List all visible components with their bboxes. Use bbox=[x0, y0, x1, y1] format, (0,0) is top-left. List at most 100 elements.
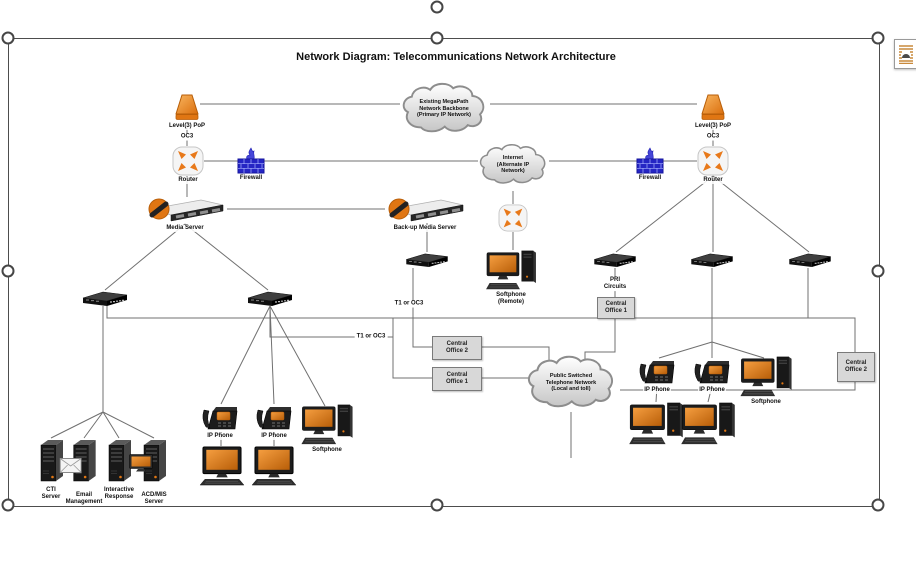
computer-r1 bbox=[629, 402, 683, 446]
router-left: Router bbox=[172, 146, 204, 185]
backup-media-server-label: Back-up Media Server bbox=[392, 225, 458, 233]
central-office-1-left-box: Central Office 1 bbox=[432, 367, 482, 391]
ip-phone-r2: IP Phone bbox=[692, 358, 732, 395]
computer-icon bbox=[629, 402, 683, 446]
pop-left: Level(3) PoP bbox=[167, 94, 207, 131]
switch-right-1 bbox=[592, 252, 638, 268]
router-left-label: Router bbox=[177, 177, 199, 185]
resize-handle-bottom-center[interactable] bbox=[430, 498, 444, 512]
internet-cloud-label: Internet (Alternate IP Network) bbox=[496, 154, 530, 175]
switch-icon bbox=[81, 290, 129, 307]
acd-mis-server: ACD/MIS Server bbox=[139, 438, 169, 507]
central-office-2-left-box: Central Office 2 bbox=[432, 336, 482, 360]
media-server: Media Server bbox=[143, 196, 227, 233]
switch-left-2 bbox=[246, 290, 294, 307]
resize-handle-mid-right[interactable] bbox=[871, 264, 885, 278]
acd-mis-server-label: ACD/MIS Server bbox=[140, 492, 168, 507]
firewall-icon bbox=[237, 147, 265, 174]
pop-right: Level(3) PoP bbox=[693, 94, 733, 131]
firewall-right-label: Firewall bbox=[637, 175, 663, 183]
router-right: Router bbox=[697, 146, 729, 185]
resize-handle-top-left[interactable] bbox=[1, 31, 15, 45]
ip-phone-l2-label: IP Phone bbox=[260, 433, 288, 441]
envelope-icon bbox=[60, 458, 82, 473]
computer-l1 bbox=[197, 446, 247, 486]
ip-phone-icon bbox=[254, 404, 294, 432]
firewall-left-label: Firewall bbox=[238, 175, 264, 183]
computer-r2 bbox=[681, 402, 735, 446]
pstn-cloud-label: Public Switched Telephone Network (Local… bbox=[545, 372, 597, 393]
switch-icon bbox=[246, 290, 294, 307]
resize-handle-bottom-right[interactable] bbox=[871, 498, 885, 512]
computer-icon bbox=[301, 404, 353, 446]
switch-icon bbox=[404, 252, 450, 268]
softphone-remote: Softphone (Remote) bbox=[486, 250, 536, 307]
pop-icon bbox=[174, 94, 200, 122]
cti-server: CTI Server bbox=[36, 438, 66, 502]
email-management-server: Email Management bbox=[65, 438, 104, 507]
internet-cloud: Internet (Alternate IP Network) bbox=[476, 139, 550, 191]
monitor-icon bbox=[129, 454, 153, 472]
pop-right-label: Level(3) PoP bbox=[693, 123, 733, 131]
ip-phone-l1: IP Phone bbox=[200, 404, 240, 441]
switch-mid bbox=[404, 252, 450, 268]
rack-server-icon bbox=[383, 196, 467, 224]
tower-with-mail bbox=[69, 438, 99, 491]
rotate-handle[interactable] bbox=[430, 0, 444, 14]
softphone-remote-label: Softphone (Remote) bbox=[495, 292, 527, 307]
firewall-icon bbox=[636, 147, 664, 174]
t1-oc3-label-a: T1 or OC3 bbox=[392, 300, 426, 308]
ip-phone-icon bbox=[637, 358, 677, 386]
central-office-1-right-box: Central Office 1 bbox=[597, 297, 635, 319]
computer-icon bbox=[681, 402, 735, 446]
rack-server-icon bbox=[143, 196, 227, 224]
diagram-title: Network Diagram: Telecommunications Netw… bbox=[296, 51, 616, 63]
pop-icon bbox=[700, 94, 726, 122]
router-icon bbox=[172, 146, 204, 176]
ip-phone-l2: IP Phone bbox=[254, 404, 294, 441]
oc3-left-label: OC3 bbox=[178, 133, 196, 141]
resize-handle-mid-left[interactable] bbox=[1, 264, 15, 278]
computer-l2 bbox=[249, 446, 299, 486]
firewall-right: Firewall bbox=[636, 147, 664, 183]
computer-icon bbox=[197, 446, 247, 486]
layout-options-icon bbox=[899, 45, 913, 64]
ip-phone-l1-label: IP Phone bbox=[206, 433, 234, 441]
central-office-2-right-box: Central Office 2 bbox=[837, 352, 875, 382]
switch-right-3 bbox=[787, 252, 833, 268]
switch-icon bbox=[592, 252, 638, 268]
switch-icon bbox=[787, 252, 833, 268]
softphone-right-label: Softphone bbox=[750, 399, 782, 407]
ip-phone-r1: IP Phone bbox=[637, 358, 677, 395]
interactive-response-label: Interactive Response bbox=[102, 487, 136, 502]
router-icon bbox=[697, 146, 729, 176]
backbone-cloud: Existing MegaPath Network Backbone (Prim… bbox=[398, 81, 490, 137]
ip-phone-icon bbox=[692, 358, 732, 386]
resize-handle-bottom-left[interactable] bbox=[1, 498, 15, 512]
pri-circuits-label: PRI Circuits bbox=[601, 277, 629, 291]
layout-options-button[interactable] bbox=[894, 39, 916, 69]
switch-left-1 bbox=[81, 290, 129, 307]
cti-server-label: CTI Server bbox=[40, 487, 62, 502]
softphone-right: Softphone bbox=[740, 356, 792, 407]
resize-handle-top-center[interactable] bbox=[430, 31, 444, 45]
oc3-right-label: OC3 bbox=[704, 133, 722, 141]
backup-media-server: Back-up Media Server bbox=[383, 196, 467, 233]
router-icon bbox=[498, 204, 528, 232]
pop-left-label: Level(3) PoP bbox=[167, 123, 207, 131]
computer-icon bbox=[249, 446, 299, 486]
ip-phone-r1-label: IP Phone bbox=[643, 387, 671, 395]
switch-right-2 bbox=[689, 252, 735, 268]
softphone-left-label: Softphone bbox=[311, 447, 343, 455]
router-small bbox=[498, 204, 528, 232]
interactive-response-server: Interactive Response bbox=[102, 438, 136, 502]
t1-oc3-label-b: T1 or OC3 bbox=[354, 333, 388, 341]
ip-phone-icon bbox=[200, 404, 240, 432]
computer-icon bbox=[486, 250, 536, 291]
ip-phone-r2-label: IP Phone bbox=[698, 387, 726, 395]
computer-icon bbox=[740, 356, 792, 398]
tower-with-monitor bbox=[139, 438, 169, 491]
resize-handle-top-right[interactable] bbox=[871, 31, 885, 45]
firewall-left: Firewall bbox=[237, 147, 265, 183]
